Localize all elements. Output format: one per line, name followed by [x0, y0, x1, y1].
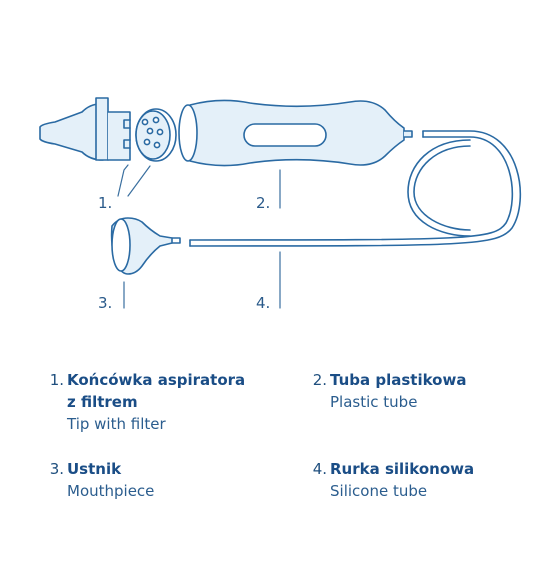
leader-1b	[127, 165, 151, 197]
legend-item-4: 4.Rurka silikonowa Silicone tube	[307, 458, 474, 502]
callout-3: 3.	[98, 294, 113, 312]
legend-label-en: Mouthpiece	[67, 482, 155, 500]
filter-disc	[135, 108, 177, 162]
legend-number: 2.	[312, 371, 327, 389]
legend-number: 4.	[312, 460, 327, 478]
legend-label-pl: Końcówka aspiratora	[67, 371, 246, 389]
legend-label-pl: Ustnik	[67, 460, 122, 478]
aspirator-tip	[39, 97, 131, 161]
callout-4: 4.	[256, 294, 271, 312]
legend-number: 1.	[49, 371, 64, 389]
silicone-tube	[189, 130, 522, 247]
aspirator-diagram	[39, 97, 522, 309]
legend-label-en: Tip with filter	[67, 415, 166, 433]
legend-item-3: 3.Ustnik Mouthpiece	[44, 458, 155, 502]
legend-number: 3.	[49, 460, 64, 478]
legend-label-en: Silicone tube	[330, 482, 428, 500]
callout-2: 2.	[256, 194, 271, 212]
legend-label-pl: Rurka silikonowa	[330, 460, 475, 478]
legend-item-1: 1.Końcówka aspiratora z filtrem Tip with…	[44, 369, 245, 435]
mouthpiece	[110, 217, 181, 275]
leader-lines	[117, 164, 281, 309]
legend-item-2: 2.Tuba plastikowa Plastic tube	[307, 369, 467, 413]
legend-label-pl: Tuba plastikowa	[330, 371, 467, 389]
leader-1a	[117, 164, 129, 197]
plastic-tube	[178, 99, 413, 167]
legend-label-en: Plastic tube	[330, 393, 418, 411]
legend-label-pl-line2: z filtrem	[67, 393, 138, 411]
callout-1: 1.	[98, 194, 113, 212]
